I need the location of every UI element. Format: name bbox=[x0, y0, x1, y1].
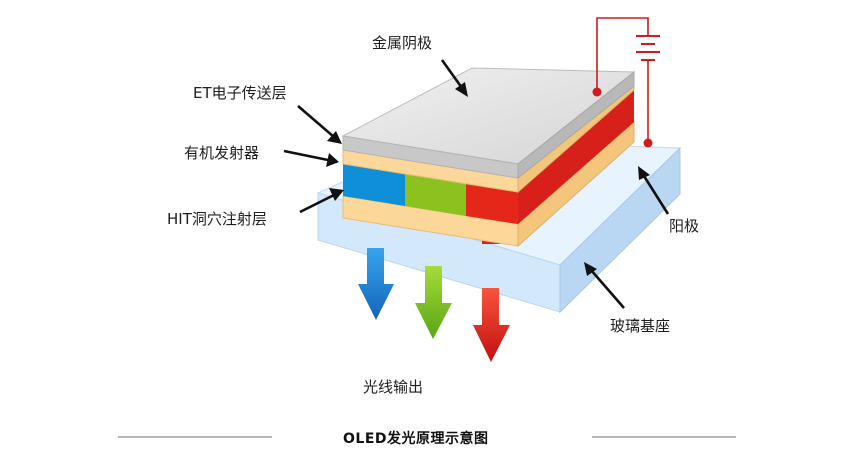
pointer-etl bbox=[297, 105, 335, 138]
label-metal-cathode: 金属阴极 bbox=[372, 34, 432, 52]
label-glass: 玻璃基座 bbox=[610, 317, 670, 335]
pointer-arrows bbox=[283, 59, 670, 309]
label-emitter: 有机发射器 bbox=[184, 144, 259, 162]
metal-cathode bbox=[341, 67, 636, 180]
arrow-blue bbox=[358, 248, 394, 320]
pointer-cathode bbox=[440, 59, 464, 89]
arrow-red bbox=[473, 288, 510, 362]
pointer-glass bbox=[590, 269, 625, 309]
anode-terminal bbox=[643, 138, 653, 148]
light-arrows bbox=[358, 248, 510, 362]
pointer-htl bbox=[299, 193, 335, 214]
pointer-emitter bbox=[283, 149, 329, 162]
emitter-green bbox=[405, 174, 466, 216]
emitter-red-front bbox=[466, 184, 518, 224]
emitter-red-side bbox=[518, 90, 634, 224]
diagram-caption: OLED发光原理示意图 bbox=[343, 430, 489, 447]
wire-cathode bbox=[596, 17, 649, 90]
label-anode: 阳极 bbox=[669, 217, 699, 235]
emitter-layer bbox=[343, 90, 634, 224]
label-etl: ET电子传送层 bbox=[193, 84, 287, 102]
label-htl: HIT洞穴注射层 bbox=[167, 210, 267, 228]
battery-circuit bbox=[596, 17, 660, 142]
arrow-green bbox=[415, 266, 452, 339]
pointer-anode bbox=[642, 175, 670, 215]
cathode-terminal bbox=[592, 87, 602, 97]
label-light-output: 光线输出 bbox=[363, 378, 423, 396]
cathode-side bbox=[517, 70, 635, 180]
emitter-blue bbox=[343, 164, 405, 206]
